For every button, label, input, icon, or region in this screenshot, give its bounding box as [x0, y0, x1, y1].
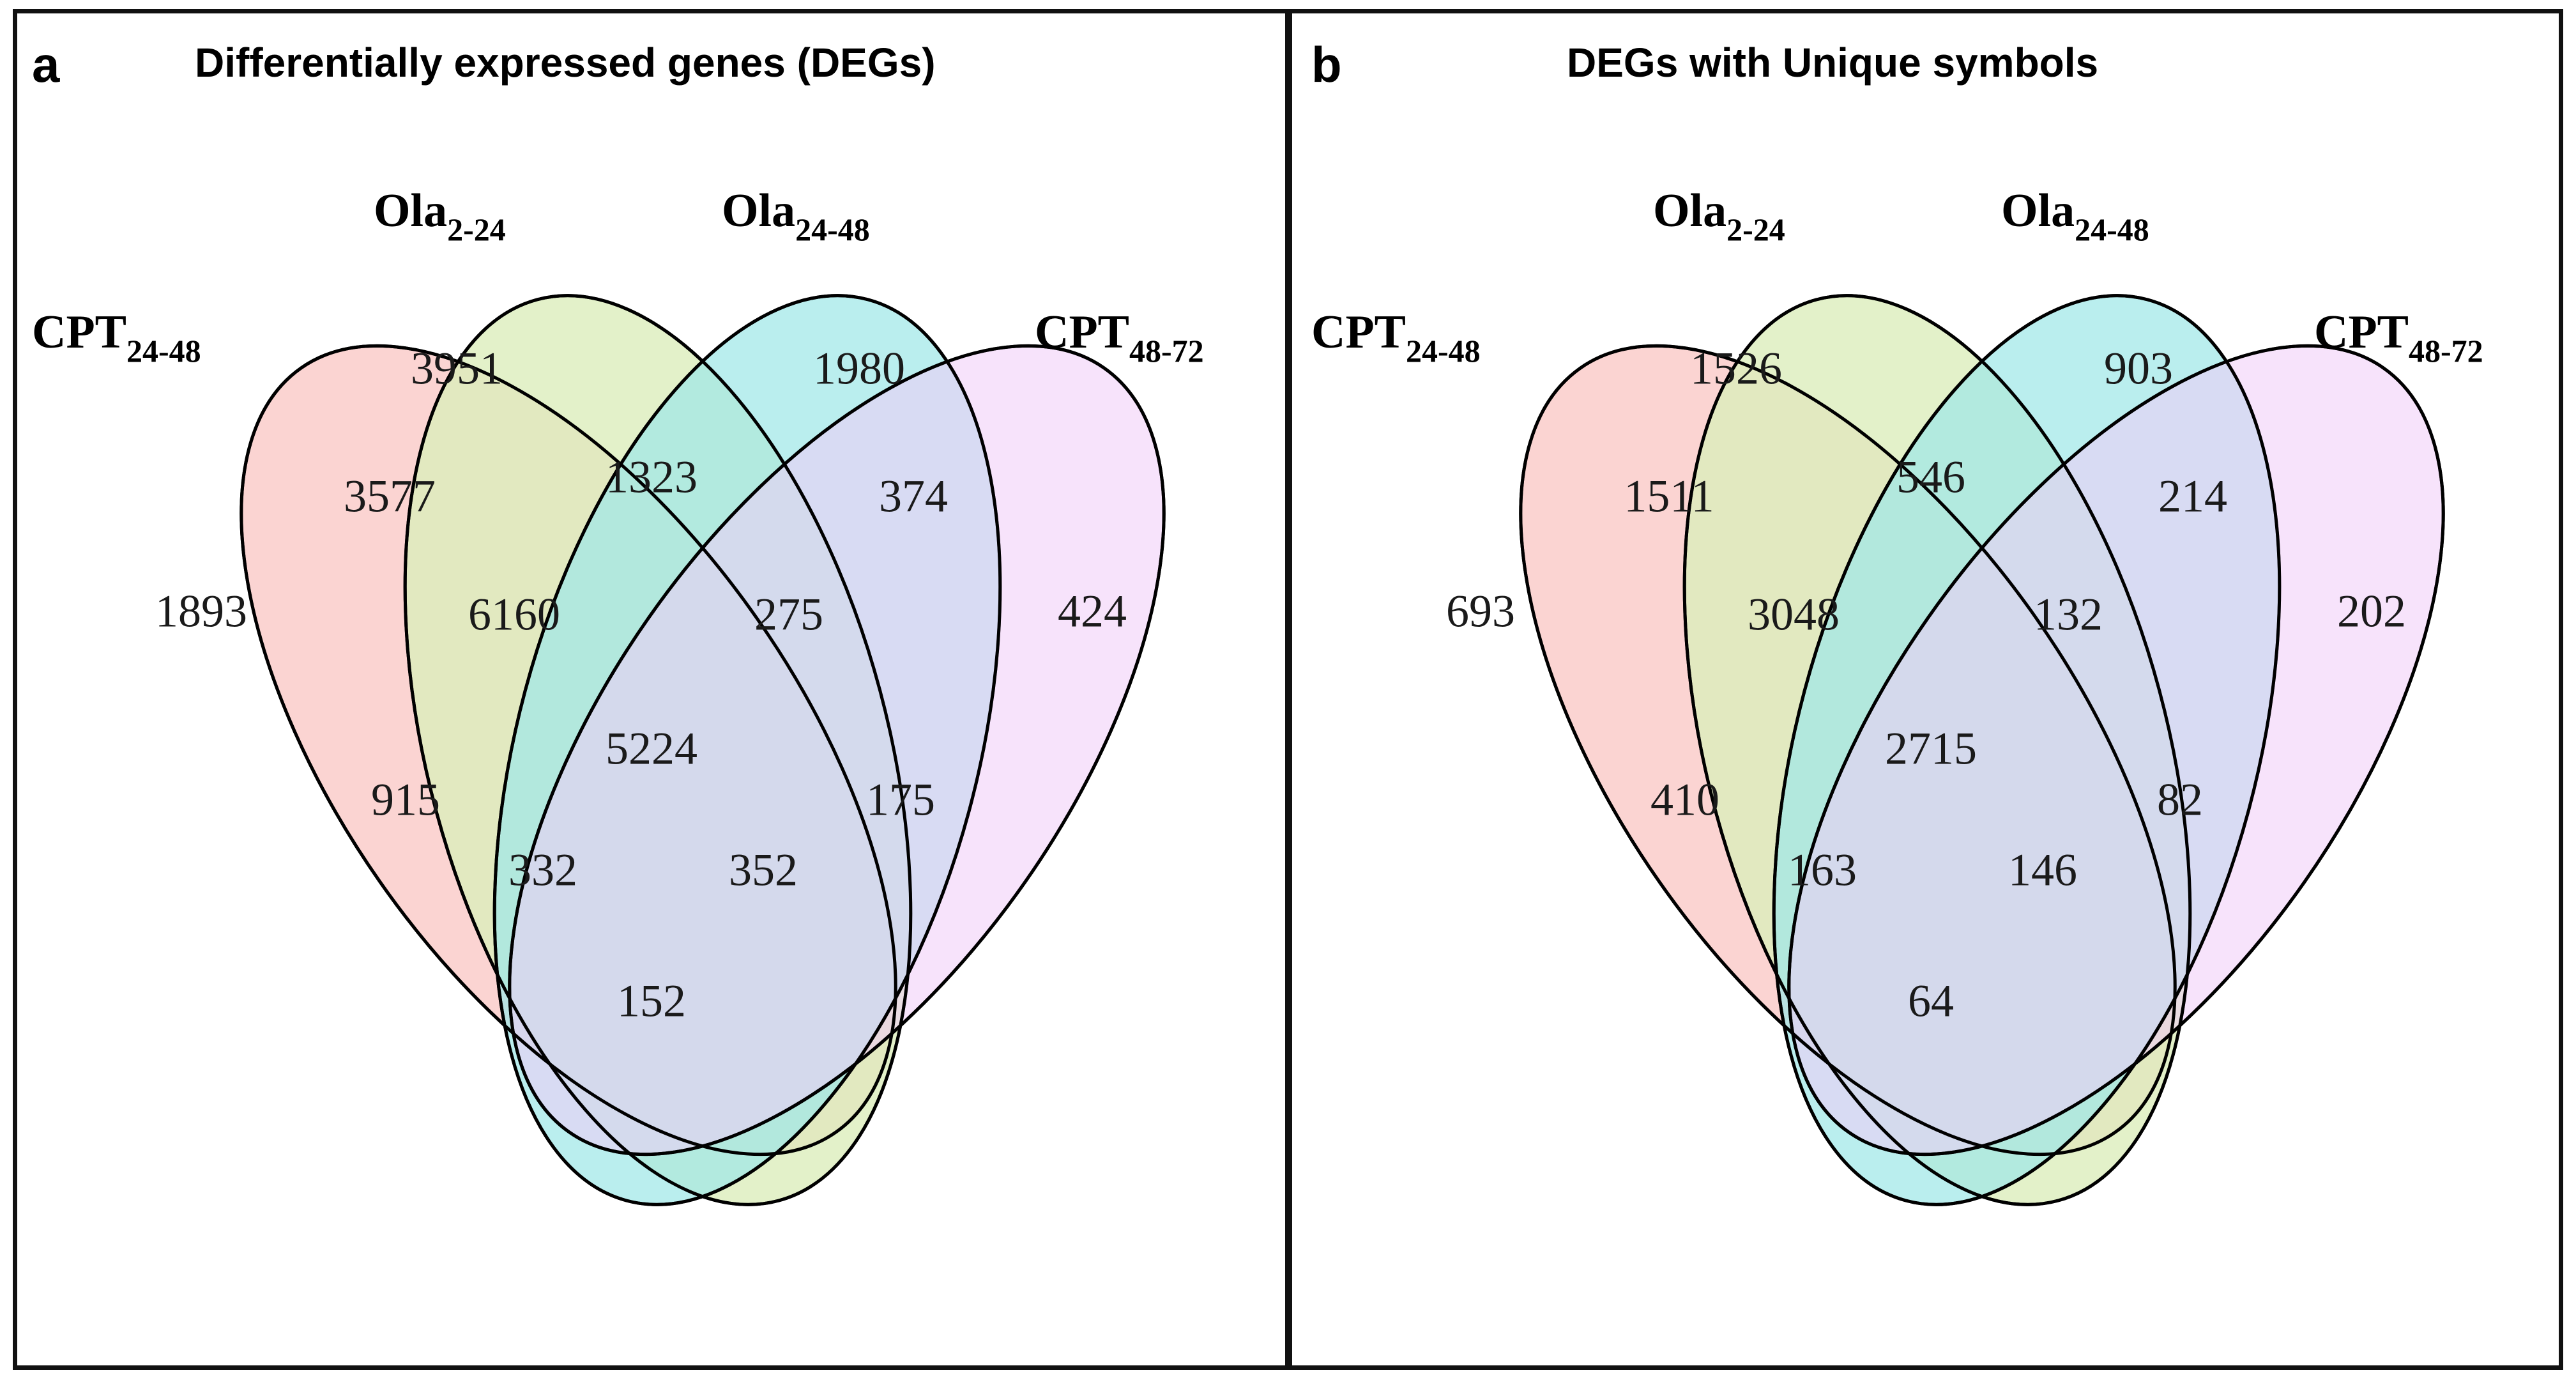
set-label-cpt48-72-b: CPT48-72 [2314, 306, 2483, 369]
count-b-D: 202 [2337, 586, 2406, 637]
venn-svg-a: CPT24-48 Ola2-24 Ola24-48 CPT48-72 1893 … [32, 185, 1204, 1206]
outline-cpt48-72 [1787, 344, 2445, 1156]
count-a-C: 1980 [813, 343, 905, 394]
panel-a-venn: CPT24-48 Ola2-24 Ola24-48 CPT48-72 1893 … [13, 105, 1285, 1357]
outline-ola2-24 [1682, 294, 2192, 1206]
count-a-A: 1893 [155, 586, 247, 637]
count-b-AD: 64 [1908, 976, 1954, 1027]
count-a-BCD: 275 [754, 589, 823, 640]
count-a-ACD: 352 [729, 845, 798, 896]
outline-cpt24-48 [240, 344, 897, 1156]
count-b-ABC: 3048 [1748, 589, 1840, 640]
venn-svg-b: CPT24-48 Ola2-24 Ola24-48 CPT48-72 693 1… [1311, 185, 2483, 1206]
count-a-CD: 374 [879, 471, 948, 522]
set-label-ola2-24-b: Ola2-24 [1653, 185, 1785, 247]
count-b-ACD: 146 [2008, 845, 2077, 896]
panel-b-letter: b [1311, 36, 1342, 93]
count-b-BC: 546 [1896, 452, 1965, 503]
set-label-ola24-48-a: Ola24-48 [722, 185, 870, 247]
panel-a-title: Differentially expressed genes (DEGs) [195, 40, 936, 86]
count-a-ABD: 332 [508, 845, 577, 896]
count-b-ABCD: 2715 [1885, 723, 1977, 774]
count-b-A: 693 [1446, 586, 1515, 637]
count-a-AD: 152 [617, 976, 686, 1027]
count-b-C: 903 [2104, 343, 2173, 394]
count-a-B: 3951 [411, 343, 503, 394]
outline-ola2-24 [403, 294, 913, 1206]
panel-a: a Differentially expressed genes (DEGs) [13, 9, 1285, 1370]
panel-divider [1285, 9, 1292, 1370]
count-a-AB: 3577 [344, 471, 436, 522]
count-b-CD: 214 [2158, 471, 2227, 522]
set-label-ola2-24-a: Ola2-24 [374, 185, 506, 247]
count-a-ABC: 6160 [468, 589, 560, 640]
panel-a-letter: a [32, 36, 60, 93]
set-label-cpt24-48-a: CPT24-48 [32, 306, 201, 369]
set-label-cpt48-72-a: CPT48-72 [1035, 306, 1204, 369]
count-b-AB: 1511 [1624, 471, 1714, 522]
count-a-D: 424 [1058, 586, 1127, 637]
panel-b-title: DEGs with Unique symbols [1567, 40, 2099, 86]
set-label-ola24-48-b: Ola24-48 [2001, 185, 2149, 247]
panel-b-venn: CPT24-48 Ola2-24 Ola24-48 CPT48-72 693 1… [1292, 105, 2565, 1357]
count-b-BD: 82 [2157, 774, 2203, 825]
count-b-B: 1526 [1690, 343, 1782, 394]
outline-cpt48-72 [508, 344, 1166, 1156]
count-a-BC: 1323 [606, 452, 697, 503]
count-a-BD: 175 [866, 774, 935, 825]
count-b-AC: 410 [1650, 774, 1719, 825]
count-b-ABD: 163 [1788, 845, 1857, 896]
outline-cpt24-48 [1519, 344, 2177, 1156]
count-a-ABCD: 5224 [606, 723, 697, 774]
outline-ola24-48 [492, 294, 1002, 1206]
set-label-cpt24-48-b: CPT24-48 [1311, 306, 1481, 369]
panel-b: b DEGs with Unique symbols CPT24-48 Ola2… [1292, 9, 2565, 1370]
count-a-AC: 915 [371, 774, 440, 825]
count-b-BCD: 132 [2034, 589, 2103, 640]
outline-ola24-48 [1772, 294, 2282, 1206]
